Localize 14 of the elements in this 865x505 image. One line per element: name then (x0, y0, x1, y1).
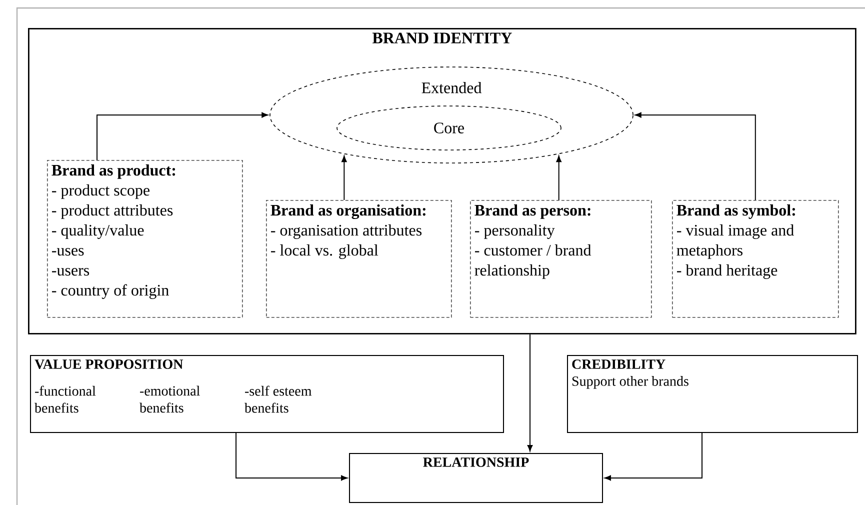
dashed-box: Brand as product: - product scope - product attributes - quality/value -uses -users - country of origin (47, 160, 243, 318)
dashed-box: Brand as person: - personality - customer / brand relationship (470, 200, 652, 318)
arrow (96, 112, 268, 160)
arrow (634, 112, 756, 200)
arrow (604, 432, 702, 481)
dashed-box: Brand as organisation: - organisation attributes - local vs. global (266, 200, 452, 318)
arrow (556, 156, 562, 200)
arrow (236, 432, 348, 481)
relationship-box: RELATIONSHIP (349, 453, 603, 503)
proposition-box: VALUE PROPOSITION -functional benefits -emotional benefits -self esteem benefits (30, 355, 504, 433)
arrow (342, 156, 347, 200)
arrow (527, 334, 533, 452)
credibility-box: CREDIBILITY Support other brands (567, 355, 858, 433)
dashed-box: Brand as symbol: - visual image and metaphors - brand heritage (672, 200, 839, 318)
